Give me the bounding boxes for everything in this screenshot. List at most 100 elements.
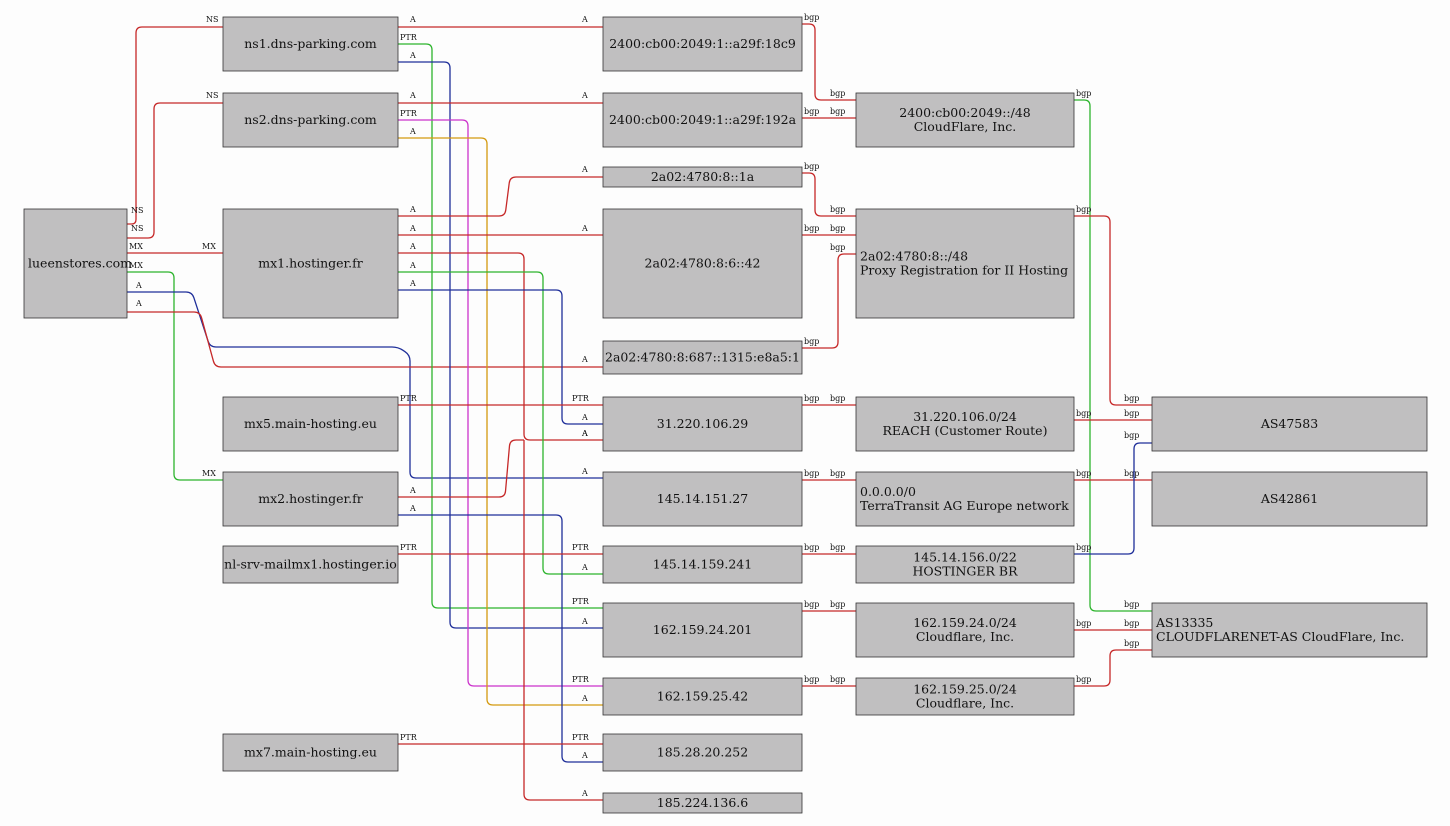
node-label: REACH (Customer Route): [883, 423, 1048, 438]
node-mx5[interactable]: mx5.main-hosting.eu: [222, 396, 399, 452]
edge-label: A: [581, 429, 588, 438]
edge-line: [1074, 99, 1152, 612]
edge-label: A: [581, 224, 588, 233]
edge-lueenstores-ip4b-a: AA: [127, 281, 603, 479]
node-ns1[interactable]: ns1.dns-parking.com: [222, 16, 399, 72]
node-label: 145.14.159.241: [653, 557, 752, 572]
node-mx1[interactable]: mx1.hostinger.fr: [222, 208, 399, 319]
node-ip4c[interactable]: 145.14.159.241: [602, 545, 803, 584]
edge-label: PTR: [400, 394, 418, 403]
node-nlsrv[interactable]: nl-srv-mailmx1.hostinger.io: [222, 545, 399, 584]
edge-label: bgp: [830, 243, 845, 252]
edge-label: bgp: [1076, 409, 1091, 418]
edge-label: bgp: [804, 224, 819, 233]
edge-label: bgp: [830, 394, 845, 403]
node-box: [602, 471, 803, 527]
node-ns2[interactable]: ns2.dns-parking.com: [222, 92, 399, 148]
edge-label: NS: [131, 224, 143, 233]
node-ip6d[interactable]: 2a02:4780:8:6::42: [602, 208, 803, 319]
edge-label: A: [581, 694, 588, 703]
edge-label: A: [409, 261, 416, 270]
edge-label: A: [409, 91, 416, 100]
node-ip6c[interactable]: 2a02:4780:8::1a: [602, 166, 803, 188]
node-ip4e[interactable]: 162.159.25.42: [602, 677, 803, 716]
edge-label: PTR: [572, 394, 590, 403]
edge-label: bgp: [804, 543, 819, 552]
node-box: [602, 545, 803, 584]
node-ip6a[interactable]: 2400:cb00:2049:1::a29f:18c9: [602, 16, 803, 72]
node-label: Proxy Registration for II Hosting: [860, 263, 1068, 278]
node-as1[interactable]: AS47583: [1151, 396, 1428, 452]
node-as2[interactable]: AS42861: [1151, 471, 1428, 527]
node-box: [855, 471, 1075, 527]
edge-mx1-ip4g-a: A: [523, 440, 603, 801]
edge-label: bgp: [1124, 600, 1139, 609]
edge-label: bgp: [804, 675, 819, 684]
edge-label: NS: [206, 15, 218, 24]
node-label: 2400:cb00:2049:1::a29f:192a: [609, 112, 797, 127]
node-box: [222, 733, 399, 772]
edge-pfx3-as1-bgp: bgp bgp: [1074, 409, 1152, 421]
edge-label: A: [409, 15, 416, 24]
node-label: 145.14.151.27: [657, 491, 748, 506]
edge-line: [398, 289, 603, 425]
edge-label: MX: [202, 242, 216, 251]
edge-label: A: [581, 165, 588, 174]
node-ip4b[interactable]: 145.14.151.27: [602, 471, 803, 527]
node-ip6b[interactable]: 2400:cb00:2049:1::a29f:192a: [602, 92, 803, 148]
edge-line: [398, 43, 603, 609]
edge-label: bgp: [804, 394, 819, 403]
edge-label: bgp: [804, 162, 819, 171]
edge-label: bgp: [1124, 409, 1139, 418]
node-label: AS47583: [1260, 416, 1318, 431]
edge-label: bgp: [1076, 675, 1091, 684]
edge-line: [127, 311, 603, 368]
edge-line: [398, 439, 524, 498]
edge-label: bgp: [1076, 205, 1091, 214]
edge-mx1-ip6c-a: AA: [398, 165, 603, 217]
edge-pfx1-as3-bgp: bgp bgp: [1074, 89, 1152, 612]
node-label: CLOUDFLARENET-AS CloudFlare, Inc.: [1156, 629, 1404, 644]
node-label: AS42861: [1260, 491, 1318, 506]
edge-label: A: [135, 299, 142, 308]
node-ip4a[interactable]: 31.220.106.29: [602, 396, 803, 452]
edge-label: bgp: [830, 107, 845, 116]
edge-line: [127, 291, 603, 479]
node-box: [602, 340, 803, 375]
edge-label: bgp: [830, 89, 845, 98]
node-box: [222, 545, 399, 584]
node-ip4f[interactable]: 185.28.20.252: [602, 733, 803, 772]
node-mx7[interactable]: mx7.main-hosting.eu: [222, 733, 399, 772]
edge-label: bgp: [830, 205, 845, 214]
edge-label: A: [409, 51, 416, 60]
edge-label: NS: [206, 91, 218, 100]
edge-label: A: [581, 789, 588, 798]
edge-label: PTR: [572, 543, 590, 552]
node-box: [1151, 602, 1428, 658]
node-label: mx2.hostinger.fr: [258, 491, 362, 506]
node-lueenstores[interactable]: lueenstores.com: [23, 208, 132, 319]
node-ip4d[interactable]: 162.159.24.201: [602, 602, 803, 658]
edge-line: [1074, 649, 1152, 687]
node-mx2[interactable]: mx2.hostinger.fr: [222, 471, 399, 527]
node-ip4g[interactable]: 185.224.136.6: [602, 792, 803, 814]
edge-label: A: [409, 224, 416, 233]
edge-label: bgp: [830, 675, 845, 684]
node-label: CloudFlare, Inc.: [914, 119, 1017, 134]
edge-mx1-ip4a-a: AA: [398, 242, 603, 441]
node-ip6e[interactable]: 2a02:4780:8:687::1315:e8a5:1: [602, 340, 803, 375]
